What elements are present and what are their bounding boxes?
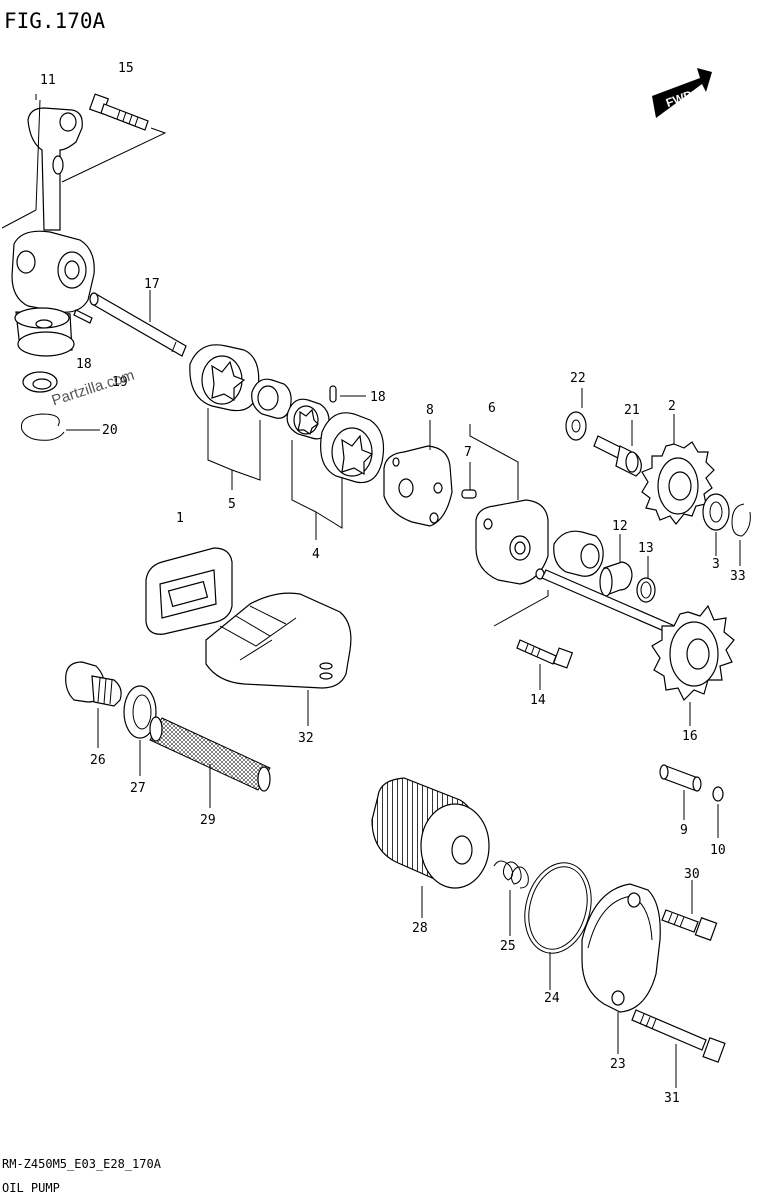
callout-10: 10 — [710, 843, 726, 858]
leader-4 — [291, 440, 343, 540]
part-31-bolt — [631, 1009, 726, 1063]
part-4-outer-rotor — [320, 412, 385, 484]
part-4-inner-rotor — [286, 398, 330, 440]
callout-24: 24 — [544, 991, 560, 1006]
callout-11: 11 — [40, 73, 56, 88]
part-20-circlip — [20, 413, 65, 441]
part-5-inner-rotor — [251, 378, 292, 419]
callout-19: 19 — [112, 375, 128, 390]
part-15-bolt — [88, 93, 149, 131]
callout-12: 12 — [612, 519, 628, 534]
callout-15: 15 — [118, 61, 134, 76]
part-17-shaft — [89, 292, 187, 357]
callout-32: 32 — [298, 731, 314, 746]
part-32-pad — [205, 592, 352, 689]
callout-22: 22 — [570, 371, 586, 386]
callout-28: 28 — [412, 921, 428, 936]
part-27-gasket — [123, 685, 157, 739]
leader-5 — [207, 408, 261, 490]
fwd-arrow-icon: FWD — [652, 68, 712, 118]
callout-18-lower: 18 — [76, 357, 92, 372]
part-6-pump-case — [475, 499, 604, 585]
part-3-washer — [702, 493, 730, 531]
leader-15 — [61, 127, 167, 183]
leader-6 — [469, 424, 549, 627]
part-28-oil-filter — [371, 777, 490, 889]
part-12-collar — [599, 561, 633, 597]
callout-labels: 11 15 17 18 19 20 1 5 4 18 8 6 7 22 21 2… — [40, 61, 746, 1106]
callout-33: 33 — [730, 569, 746, 584]
part-33-circlip — [731, 503, 751, 537]
callout-30: 30 — [684, 867, 700, 882]
callout-16: 16 — [682, 729, 698, 744]
callout-26: 26 — [90, 753, 106, 768]
part-16-gear — [651, 604, 735, 702]
part-8-pump-plate — [383, 445, 453, 527]
callout-14: 14 — [530, 693, 546, 708]
callout-3: 3 — [712, 557, 720, 572]
part-30-bolt — [661, 909, 718, 941]
callout-18-upper: 18 — [370, 390, 386, 405]
part-18-circlip — [22, 371, 58, 393]
callout-31: 31 — [664, 1091, 680, 1106]
part-7-dowel — [461, 489, 477, 499]
callout-7: 7 — [464, 445, 472, 460]
footer-code: RM-Z450M5_E03_E28_170A — [2, 1157, 162, 1171]
part-29-oil-strainer — [149, 716, 271, 792]
part-23-filter-cover — [581, 883, 661, 1013]
part-25-spring — [493, 860, 529, 889]
footer-name: OIL PUMP — [2, 1181, 60, 1195]
part-21-shaft — [593, 435, 642, 477]
part-13-oring — [636, 577, 656, 603]
callout-29: 29 — [200, 813, 216, 828]
callout-4: 4 — [312, 547, 320, 562]
part-5-outer-rotor — [189, 344, 260, 412]
part-14-bolt — [516, 639, 574, 669]
part-22-washer — [565, 411, 587, 441]
callout-20: 20 — [102, 423, 118, 438]
callout-13: 13 — [638, 541, 654, 556]
part-9-relief-valve — [659, 764, 702, 792]
part-24-oring — [524, 862, 592, 954]
part-11-lever — [11, 107, 95, 357]
part-18-pin — [329, 385, 337, 403]
part-1-gasket — [145, 547, 233, 635]
callout-27: 27 — [130, 781, 146, 796]
callout-8: 8 — [426, 403, 434, 418]
callout-1: 1 — [176, 511, 184, 526]
callout-5: 5 — [228, 497, 236, 512]
callout-25: 25 — [500, 939, 516, 954]
part-26-drain-plug — [65, 661, 122, 707]
callout-2: 2 — [668, 399, 676, 414]
figure-title: FIG.170A — [4, 9, 106, 33]
callout-9: 9 — [680, 823, 688, 838]
part-10-oring — [712, 786, 724, 802]
part-19-pin — [73, 309, 93, 324]
callout-21: 21 — [624, 403, 640, 418]
callout-6: 6 — [488, 401, 496, 416]
callout-23: 23 — [610, 1057, 626, 1072]
leader-11 — [1, 94, 41, 229]
callout-17: 17 — [144, 277, 160, 292]
part-2-gear — [641, 441, 715, 525]
